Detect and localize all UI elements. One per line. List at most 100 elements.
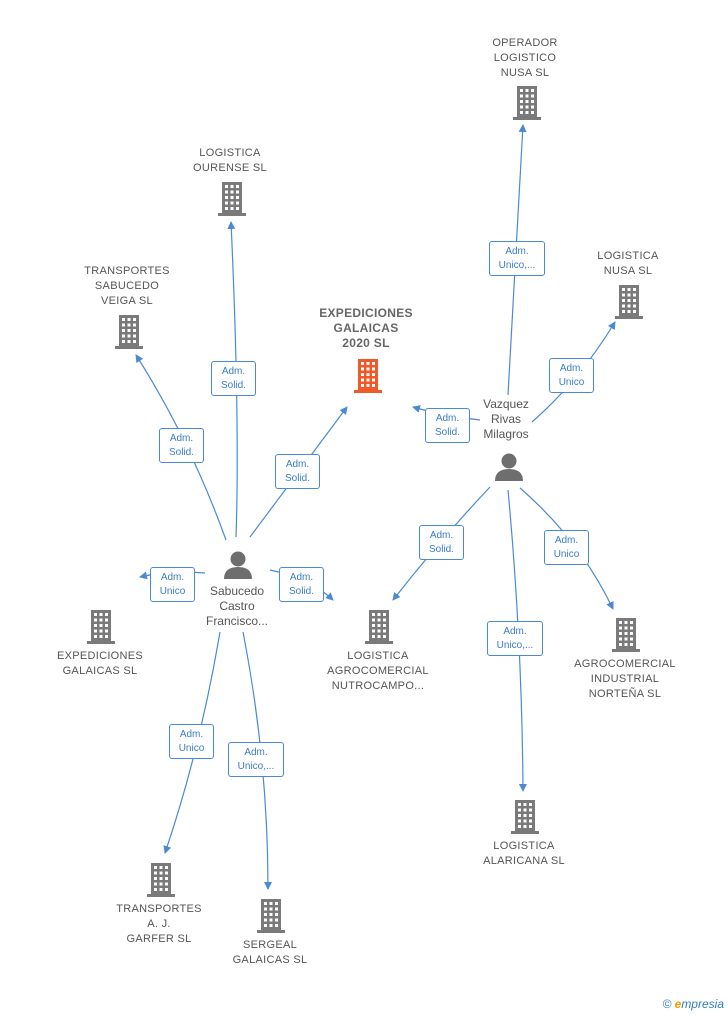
label-line: Adm. [169, 433, 194, 444]
label-line: Adm. [244, 747, 268, 758]
edge-label[interactable]: Adm. Solid. [279, 567, 324, 602]
label-line: Unico [558, 377, 585, 388]
label-line: SERGEAL [242, 939, 298, 951]
company-agrocomercial-industrial-label[interactable]: AGROCOMERCIAL INDUSTRIAL NORTEÑA SL [565, 657, 685, 702]
edge-label[interactable]: Adm. Unico [169, 724, 214, 759]
label-line: GALAICAS [333, 321, 399, 335]
label-line: Adm. [289, 572, 314, 583]
building-icon[interactable] [365, 610, 393, 644]
person-sabucedo-label[interactable]: Sabucedo Castro Francisco... [187, 584, 287, 629]
building-icon[interactable] [513, 86, 541, 120]
edge-label[interactable]: Adm. Solid. [211, 361, 256, 396]
building-icon[interactable] [615, 285, 643, 319]
label-line: TRANSPORTES [84, 265, 170, 277]
label-line: Adm. [285, 459, 310, 470]
label-line: AGROCOMERCIAL [574, 658, 676, 670]
person-icon[interactable] [224, 551, 252, 580]
building-icons [87, 86, 643, 933]
company-logistica-nusa-label[interactable]: LOGISTICA NUSA SL [568, 249, 688, 279]
label-line: Rivas [490, 412, 521, 426]
company-transportes-sabucedo-label[interactable]: TRANSPORTES SABUCEDO VEIGA SL [67, 264, 187, 309]
company-main-label[interactable]: EXPEDICIONES GALAICAS 2020 SL [306, 306, 426, 351]
label-line: Unico [178, 743, 205, 754]
edge-lines [135, 124, 616, 890]
empresia-logo[interactable]: ©empresia [663, 997, 724, 1011]
edge-label[interactable]: Adm. Solid. [159, 428, 204, 463]
label-line: GALAICAS SL [232, 954, 308, 966]
label-line: LOGISTICA [597, 250, 659, 262]
edge-label[interactable]: Adm. Unico,... [489, 241, 545, 276]
edge-label[interactable]: Adm. Unico,... [228, 742, 284, 777]
label-line: Unico,... [496, 640, 534, 651]
edge-label[interactable]: Adm. Unico [150, 567, 195, 602]
copyright-symbol: © [662, 997, 672, 1011]
building-icon[interactable] [87, 610, 115, 644]
label-line: NUTROCAMPO... [331, 680, 425, 692]
building-icon[interactable] [354, 359, 382, 393]
label-line: NORTEÑA SL [588, 688, 662, 700]
building-icon[interactable] [511, 800, 539, 834]
label-line: Solid. [434, 427, 460, 438]
brand-e: e [674, 997, 682, 1011]
label-line: EXPEDICIONES [56, 650, 144, 662]
company-logistica-alaricana-label[interactable]: LOGISTICA ALARICANA SL [464, 839, 584, 869]
building-icon[interactable] [612, 618, 640, 652]
person-vazquez-label[interactable]: Vazquez Rivas Milagros [456, 397, 556, 442]
company-transportes-garfer-label[interactable]: TRANSPORTES A. J. GARFER SL [99, 902, 219, 947]
label-line: Unico,... [498, 260, 536, 271]
building-icon[interactable] [218, 182, 246, 216]
label-line: Castro [219, 599, 255, 613]
label-line: VEIGA SL [101, 295, 153, 307]
label-line: Adm. [160, 572, 185, 583]
label-line: INDUSTRIAL [590, 673, 660, 685]
label-line: Adm. [505, 246, 529, 257]
edge-label[interactable]: Adm. Unico [544, 530, 589, 565]
brand-name: mpresia [681, 997, 724, 1011]
company-logistica-ourense-label[interactable]: LOGISTICA OURENSE SL [170, 146, 290, 176]
label-line: EXPEDICIONES [319, 306, 413, 320]
label-line: Adm. [221, 366, 246, 377]
label-line: Solid. [288, 586, 314, 597]
company-sergeal-label[interactable]: SERGEAL GALAICAS SL [210, 938, 330, 968]
label-line: OURENSE SL [193, 162, 267, 174]
label-line: Milagros [483, 427, 529, 441]
building-icon[interactable] [257, 899, 285, 933]
person-icon[interactable] [495, 453, 523, 482]
edge-label[interactable]: Adm. Solid. [425, 408, 470, 443]
edge-label[interactable]: Adm. Unico,... [487, 621, 543, 656]
label-line: Francisco... [205, 614, 268, 628]
label-line: ALARICANA SL [483, 855, 565, 867]
company-logistica-agrocomercial-label[interactable]: LOGISTICA AGROCOMERCIAL NUTROCAMPO... [318, 649, 438, 694]
label-line: TRANSPORTES [116, 903, 202, 915]
company-operador-logistico-label[interactable]: OPERADOR LOGISTICO NUSA SL [465, 36, 585, 81]
label-line: LOGISTICO [493, 52, 557, 64]
label-line: GALAICAS SL [62, 665, 138, 677]
label-line: OPERADOR [492, 37, 558, 49]
label-line: Adm. [559, 363, 584, 374]
label-line: Vazquez [483, 397, 529, 411]
label-line: LOGISTICA [493, 840, 555, 852]
label-line: Unico,... [237, 761, 275, 772]
label-line: Adm. [554, 535, 579, 546]
building-icon[interactable] [147, 863, 175, 897]
label-line: AGROCOMERCIAL [327, 665, 429, 677]
label-line: Adm. [435, 413, 460, 424]
label-line: Unico [159, 586, 186, 597]
company-expediciones-galaicas-label[interactable]: EXPEDICIONES GALAICAS SL [40, 649, 160, 679]
edge-label[interactable]: Adm. Solid. [275, 454, 320, 489]
label-line: NUSA SL [500, 67, 550, 79]
label-line: Adm. [179, 729, 204, 740]
label-line: Sabucedo [209, 584, 265, 598]
building-icon[interactable] [115, 315, 143, 349]
label-line: Solid. [284, 473, 310, 484]
label-line: Solid. [428, 544, 454, 555]
label-line: Unico [553, 549, 580, 560]
label-line: Adm. [503, 626, 527, 637]
label-line: LOGISTICA [347, 650, 409, 662]
label-line: SABUCEDO [94, 280, 160, 292]
edge-label[interactable]: Adm. Solid. [419, 525, 464, 560]
label-line: GARFER SL [126, 933, 192, 945]
edge-line [227, 221, 238, 538]
edge-label[interactable]: Adm. Unico [549, 358, 594, 393]
